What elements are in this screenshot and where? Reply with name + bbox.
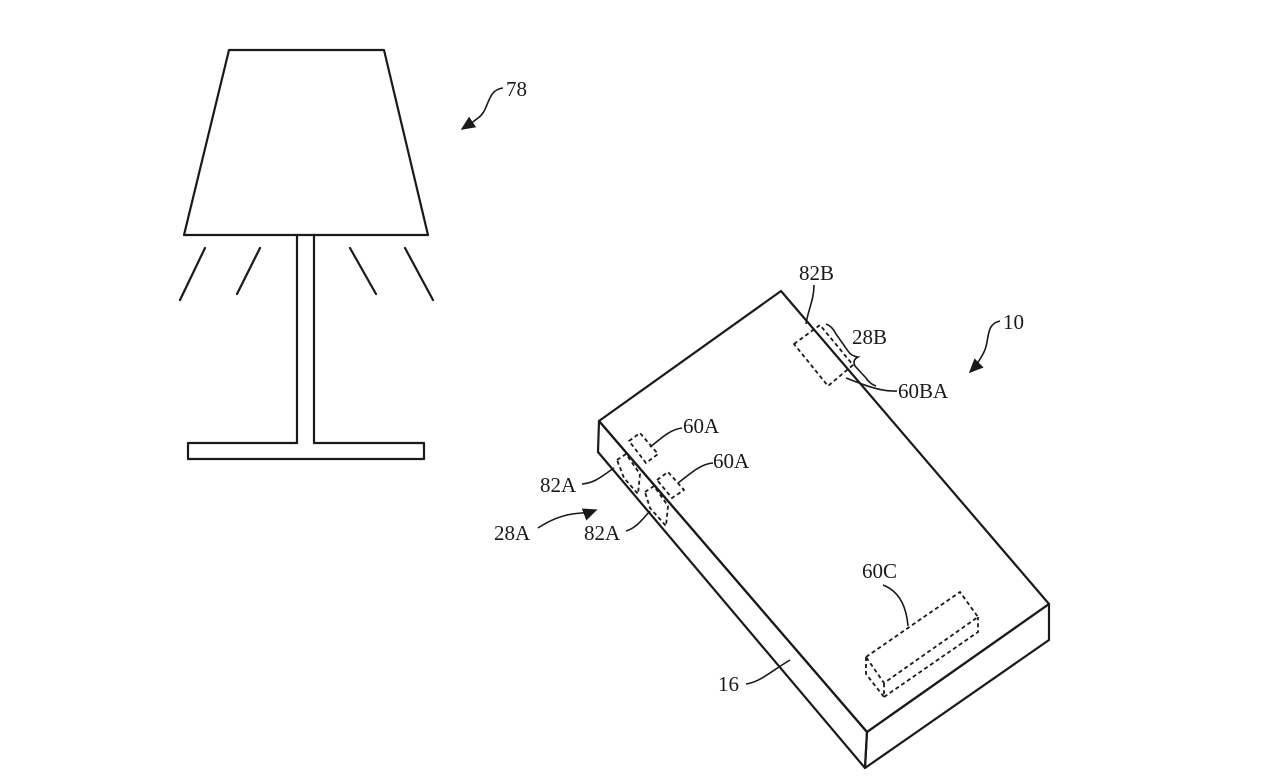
component-82a-lower <box>643 484 669 529</box>
label-82a-lower: 82A <box>584 521 621 545</box>
label-82a-upper: 82A <box>540 473 577 497</box>
device-side-face-long <box>596 419 869 770</box>
component-82a-upper <box>615 452 641 497</box>
label-78: 78 <box>506 77 527 101</box>
lamp-stand <box>186 233 426 461</box>
leader-82a-lower <box>625 510 651 532</box>
leader-60ba <box>845 377 898 392</box>
label-28b: 28B <box>852 325 887 349</box>
component-60a-upper <box>627 431 660 465</box>
leader-60a-upper <box>649 427 683 448</box>
leader-arrow-78 <box>460 87 504 130</box>
lamp <box>178 48 435 461</box>
bracket-28b <box>825 323 877 387</box>
lamp-shade <box>182 48 430 237</box>
label-60a-upper: 60A <box>683 414 720 438</box>
lamp-light-ray <box>403 246 435 302</box>
lamp-light-ray <box>178 246 207 302</box>
component-60ba <box>792 323 855 388</box>
label-10: 10 <box>1003 310 1024 334</box>
lamp-light-ray <box>235 246 262 296</box>
label-82b: 82B <box>799 261 834 285</box>
leader-60a-lower <box>677 462 714 484</box>
leader-82a-upper <box>581 467 615 485</box>
component-60a-lower <box>655 470 686 500</box>
leader-82b <box>805 284 815 325</box>
label-60c: 60C <box>862 559 897 583</box>
leader-arrow-10 <box>968 320 1001 374</box>
leader-60c <box>882 584 909 627</box>
label-60ba: 60BA <box>898 379 949 403</box>
leader-arrow-28a <box>537 508 598 529</box>
device-side-face-short <box>863 602 1051 770</box>
electronic-device <box>596 289 1051 770</box>
label-60a-lower: 60A <box>713 449 750 473</box>
component-60c <box>864 590 980 700</box>
label-28a: 28A <box>494 521 531 545</box>
leader-16 <box>745 659 791 685</box>
lamp-light-ray <box>348 246 378 296</box>
label-16: 16 <box>718 672 739 696</box>
